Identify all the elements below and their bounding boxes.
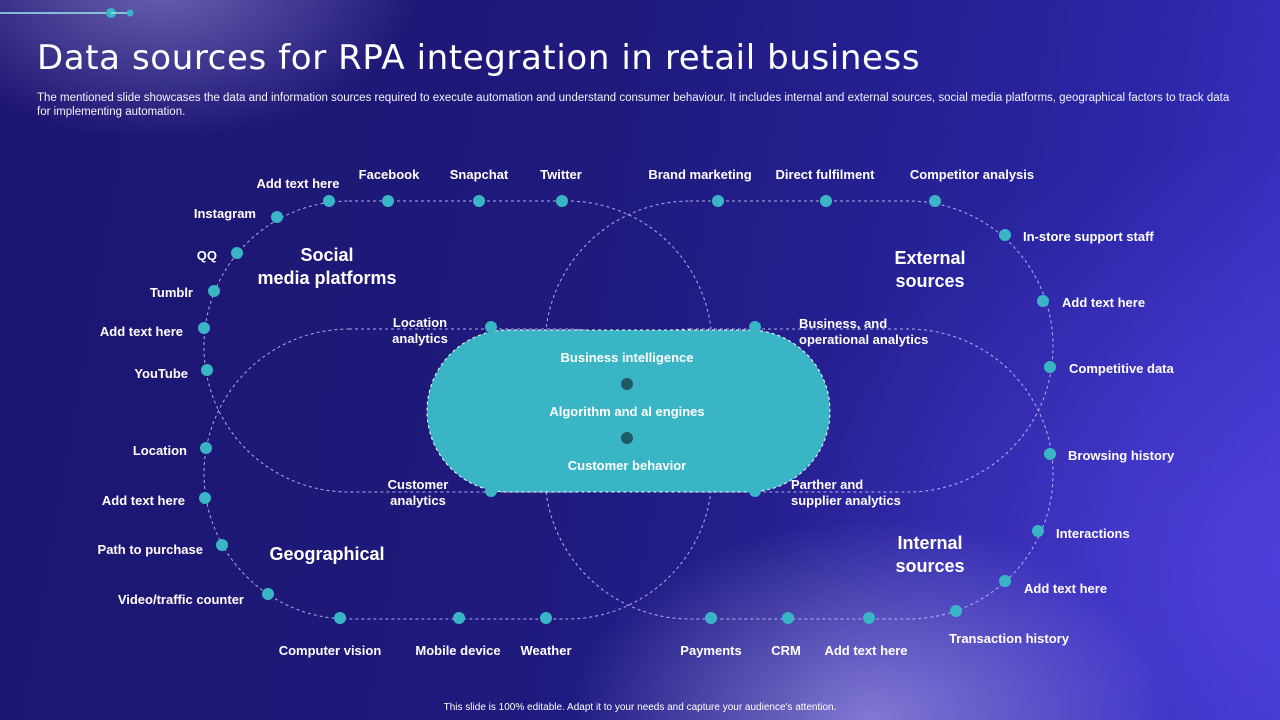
core-customer-behavior: Customer behavior [567,458,687,473]
label-mobile-device: Mobile device [415,643,501,658]
marker-direct-fulfilment [820,195,832,207]
marker-twitter [556,195,568,207]
core-dot-2 [621,432,633,444]
marker-geo-add-text [199,492,211,504]
category-geographical: Geographical [269,544,385,564]
marker-mobile-device [453,612,465,624]
label-computer-vision: Computer vision [278,643,382,658]
label-competitor-analysis: Competitor analysis [909,167,1035,182]
marker-internal-add-text [999,575,1011,587]
marker-instagram [271,211,283,223]
label-competitive-data: Competitive data [1069,361,1174,376]
marker-location [200,442,212,454]
marker-transaction-history [950,605,962,617]
label-browsing-history: Browsing history [1068,448,1175,463]
marker-internal-add-text-bottom [863,612,875,624]
label-video-traffic-counter: Video/traffic counter [117,592,244,607]
marker-path-to-purchase [216,539,228,551]
marker-brand-marketing [712,195,724,207]
label-direct-fulfilment: Direct fulfilment [775,167,875,182]
label-transaction-history: Transaction history [949,631,1069,646]
marker-payments [705,612,717,624]
label-business-operational-analytics: Business, and operational analytics [799,316,929,347]
label-interactions: Interactions [1056,526,1130,541]
marker-weather [540,612,552,624]
core-shape [426,329,831,493]
decorative-line [0,8,134,18]
marker-video-traffic [262,588,274,600]
marker-business-analytics [749,321,761,333]
marker-snapchat [473,195,485,207]
label-qq: QQ [196,248,217,263]
label-instagram: Instagram [193,206,256,221]
marker-external-add-text [1037,295,1049,307]
label-social-add-text-top: Add text here [256,176,340,191]
footer-note: This slide is 100% editable. Adapt it to… [443,702,837,713]
marker-computer-vision [334,612,346,624]
marker-crm [782,612,794,624]
label-snapchat: Snapchat [449,167,509,182]
core-dot-1 [621,378,633,390]
category-internal-sources: Internal sources [895,533,965,576]
page-title: Data sources for RPA integration in reta… [37,38,921,78]
label-location: Location [132,443,187,458]
label-internal-add-text-bottom: Add text here [824,643,908,658]
marker-interactions [1032,525,1044,537]
marker-youtube [201,364,213,376]
label-partner-supplier-analytics: Parther and supplier analytics [791,477,901,508]
label-external-add-text: Add text here [1062,295,1146,310]
core-algorithm-engines: Algorithm and al engines [549,404,705,419]
external-region-outline [544,200,1054,493]
label-twitter: Twitter [540,167,582,182]
label-tumblr: Tumblr [149,285,193,300]
label-brand-marketing: Brand marketing [648,167,752,182]
marker-social-add-text-top [323,195,335,207]
slide-description: The mentioned slide showcases the data a… [37,92,1230,118]
category-external-sources: External sources [894,248,966,291]
label-youtube: YouTube [134,366,188,381]
label-location-analytics: Location analytics [392,315,448,346]
core-business-intelligence: Business intelligence [560,350,694,365]
label-path-to-purchase: Path to purchase [97,542,203,557]
marker-qq [231,247,243,259]
marker-competitor-analysis [929,195,941,207]
label-internal-add-text: Add text here [1024,581,1108,596]
label-facebook: Facebook [358,167,420,182]
marker-browsing-history [1044,448,1056,460]
label-instore-support-staff: In-store support staff [1023,229,1154,244]
label-payments: Payments [680,643,742,658]
label-crm: CRM [771,643,801,658]
marker-partner-analytics [749,485,761,497]
marker-facebook [382,195,394,207]
category-social-media: Social media platforms [257,245,397,288]
marker-customer-analytics [485,485,497,497]
marker-tumblr [208,285,220,297]
marker-instore-support [999,229,1011,241]
label-weather: Weather [520,643,572,658]
label-customer-analytics: Customer analytics [387,477,449,508]
marker-social-add-text-left [198,322,210,334]
internal-region-outline [544,328,1054,620]
marker-location-analytics [485,321,497,333]
label-social-add-text-left: Add text here [99,324,183,339]
label-geo-add-text: Add text here [101,493,185,508]
marker-competitive-data [1044,361,1056,373]
